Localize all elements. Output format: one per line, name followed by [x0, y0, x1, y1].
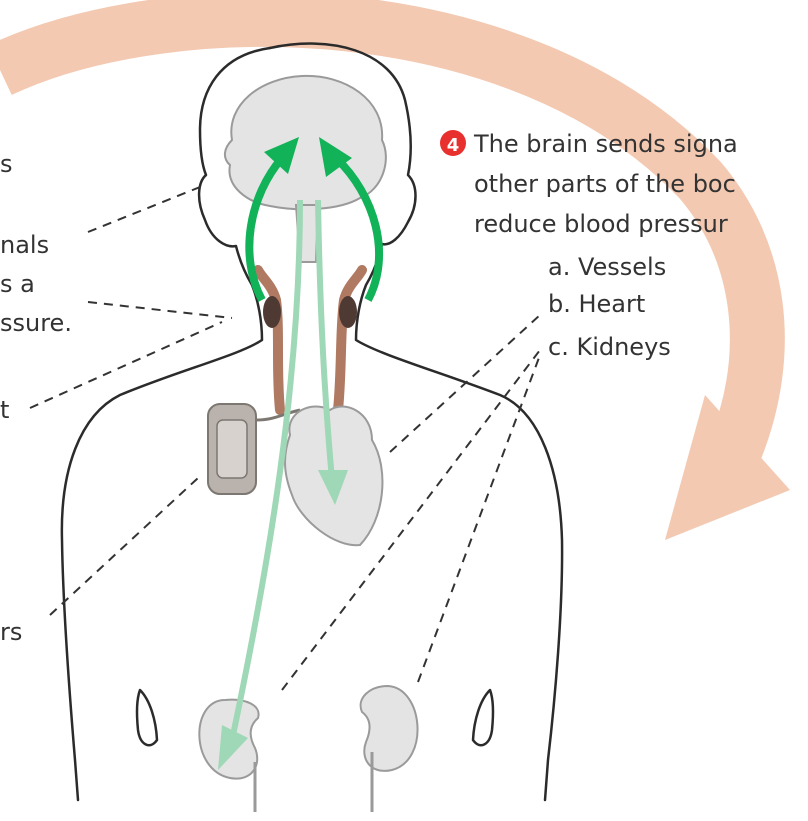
step4-line-2: other parts of the boc — [474, 170, 736, 198]
step-badge-number: 4 — [447, 135, 460, 156]
left-label-3: s a — [0, 270, 35, 298]
step4-line-1: The brain sends signa — [473, 130, 738, 158]
left-labels: s nals s a ssure. t rs — [0, 150, 72, 646]
step4-item-c: c. Kidneys — [548, 333, 671, 361]
left-label-4: ssure. — [0, 309, 72, 337]
step4-item-b: b. Heart — [548, 290, 645, 318]
left-label-1: s — [0, 150, 13, 178]
left-label-5: t — [0, 396, 9, 424]
left-label-6: rs — [0, 618, 22, 646]
step4-line-3: reduce blood pressur — [474, 210, 728, 238]
carotid-artery-icon — [258, 270, 362, 410]
left-label-2: nals — [0, 231, 49, 259]
cycle-arrow-icon — [0, 19, 790, 540]
step4-item-a: a. Vessels — [548, 253, 666, 281]
